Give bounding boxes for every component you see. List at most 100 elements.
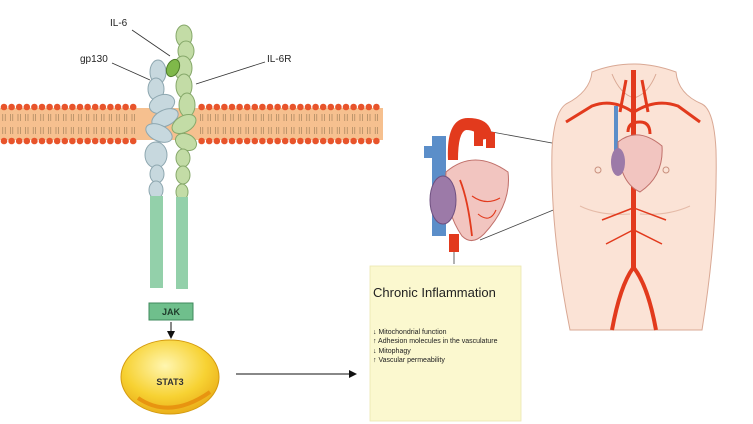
lipid-tail	[10, 127, 14, 134]
lipid-head	[69, 137, 76, 145]
lipid-head	[335, 137, 342, 145]
lipid-tail	[344, 127, 348, 134]
jak-label: JAK	[162, 307, 181, 317]
lipid-head	[266, 137, 274, 145]
lipid-head	[213, 103, 221, 111]
lipid-head	[357, 103, 365, 111]
lipid-tail	[359, 114, 363, 121]
lipid-head	[198, 103, 205, 111]
jak-box: JAK	[148, 302, 194, 321]
lipid-head	[319, 137, 327, 145]
lipid-tail	[215, 127, 219, 134]
effect-item: ↑ Vascular permeability	[373, 357, 445, 364]
lipid-tail	[32, 127, 36, 134]
lipid-tail	[93, 114, 97, 121]
lipid-tail	[131, 127, 135, 134]
lipid-head	[350, 137, 357, 145]
lipid-tail	[10, 114, 14, 121]
lipid-tail	[101, 114, 105, 121]
stat3-label: STAT3	[156, 377, 183, 387]
lipid-head	[236, 103, 243, 111]
lipid-tail	[268, 114, 272, 121]
lipid-head	[8, 103, 15, 111]
lipid-head	[243, 137, 251, 145]
lipid-head	[122, 137, 129, 145]
lipid-tail	[124, 114, 128, 121]
lipid-tail	[230, 114, 234, 121]
lipid-head	[205, 103, 213, 111]
lipid-head	[228, 103, 236, 111]
lipid-head	[221, 103, 228, 111]
lipid-head	[8, 137, 15, 145]
lipid-tail	[70, 127, 74, 134]
lipid-head	[31, 137, 38, 145]
lipid-head	[107, 137, 114, 145]
lipid-tail	[298, 114, 302, 121]
lipid-tail	[86, 127, 90, 134]
lipid-head	[129, 103, 137, 111]
label-leaders	[111, 29, 266, 85]
lipid-tail	[25, 127, 29, 134]
lipid-head	[84, 103, 91, 111]
lipid-head	[259, 103, 266, 111]
lipid-head	[365, 137, 373, 145]
lipid-tail	[200, 127, 204, 134]
lipid-head	[274, 103, 281, 111]
lipid-head	[259, 137, 266, 145]
lipid-tail	[329, 127, 333, 134]
lipid-head	[46, 103, 53, 111]
il6-ligand	[165, 58, 181, 78]
lipid-tail	[253, 127, 257, 134]
effect-item: ↑ Adhesion molecules in the vasculature	[373, 338, 498, 345]
lipid-tail	[78, 127, 82, 134]
lipid-tail	[283, 114, 287, 121]
lipid-head	[350, 103, 357, 111]
lipid-head	[76, 103, 84, 111]
lipid-head	[365, 103, 373, 111]
lipid-tail	[2, 114, 6, 121]
lipid-head	[373, 103, 380, 111]
lipid-tail	[86, 114, 90, 121]
lipid-tail	[2, 127, 6, 134]
lipid-head	[205, 137, 213, 145]
lipid-head	[312, 137, 319, 145]
lipid-head	[99, 103, 107, 111]
lipid-head	[61, 137, 69, 145]
lipid-head	[213, 137, 221, 145]
lipid-tail	[367, 114, 371, 121]
lipid-tail	[344, 114, 348, 121]
lipid-tail	[101, 127, 105, 134]
lipid-tail	[298, 127, 302, 134]
lipid-tail	[321, 127, 325, 134]
lipid-tail	[329, 114, 333, 121]
lipid-tail	[336, 114, 340, 121]
lipid-head	[23, 137, 31, 145]
receptor-tails	[150, 196, 188, 289]
lipid-tail	[306, 127, 310, 134]
lipid-tail	[55, 114, 59, 121]
lipid-head	[53, 103, 61, 111]
lipid-tail	[116, 114, 120, 121]
lipid-tail	[283, 127, 287, 134]
lipid-head	[297, 103, 304, 111]
lipid-head	[251, 103, 259, 111]
lipid-tail	[108, 114, 112, 121]
lipid-tail	[245, 127, 249, 134]
lipid-head	[289, 137, 297, 145]
lipid-head	[281, 137, 289, 145]
lipid-head	[236, 137, 243, 145]
lipid-tail	[207, 114, 211, 121]
lipid-head	[312, 103, 319, 111]
lipid-head	[61, 103, 69, 111]
lipid-tail	[108, 127, 112, 134]
lipid-head	[76, 137, 84, 145]
gp130-label: gp130	[80, 54, 108, 65]
lipid-head	[274, 137, 281, 145]
torso-illustration	[551, 63, 717, 331]
lipid-tail	[55, 127, 59, 134]
panel-title: Chronic Inflammation	[373, 285, 496, 300]
lipid-tail	[17, 114, 21, 121]
lipid-head	[23, 103, 31, 111]
lipid-tail	[200, 114, 204, 121]
